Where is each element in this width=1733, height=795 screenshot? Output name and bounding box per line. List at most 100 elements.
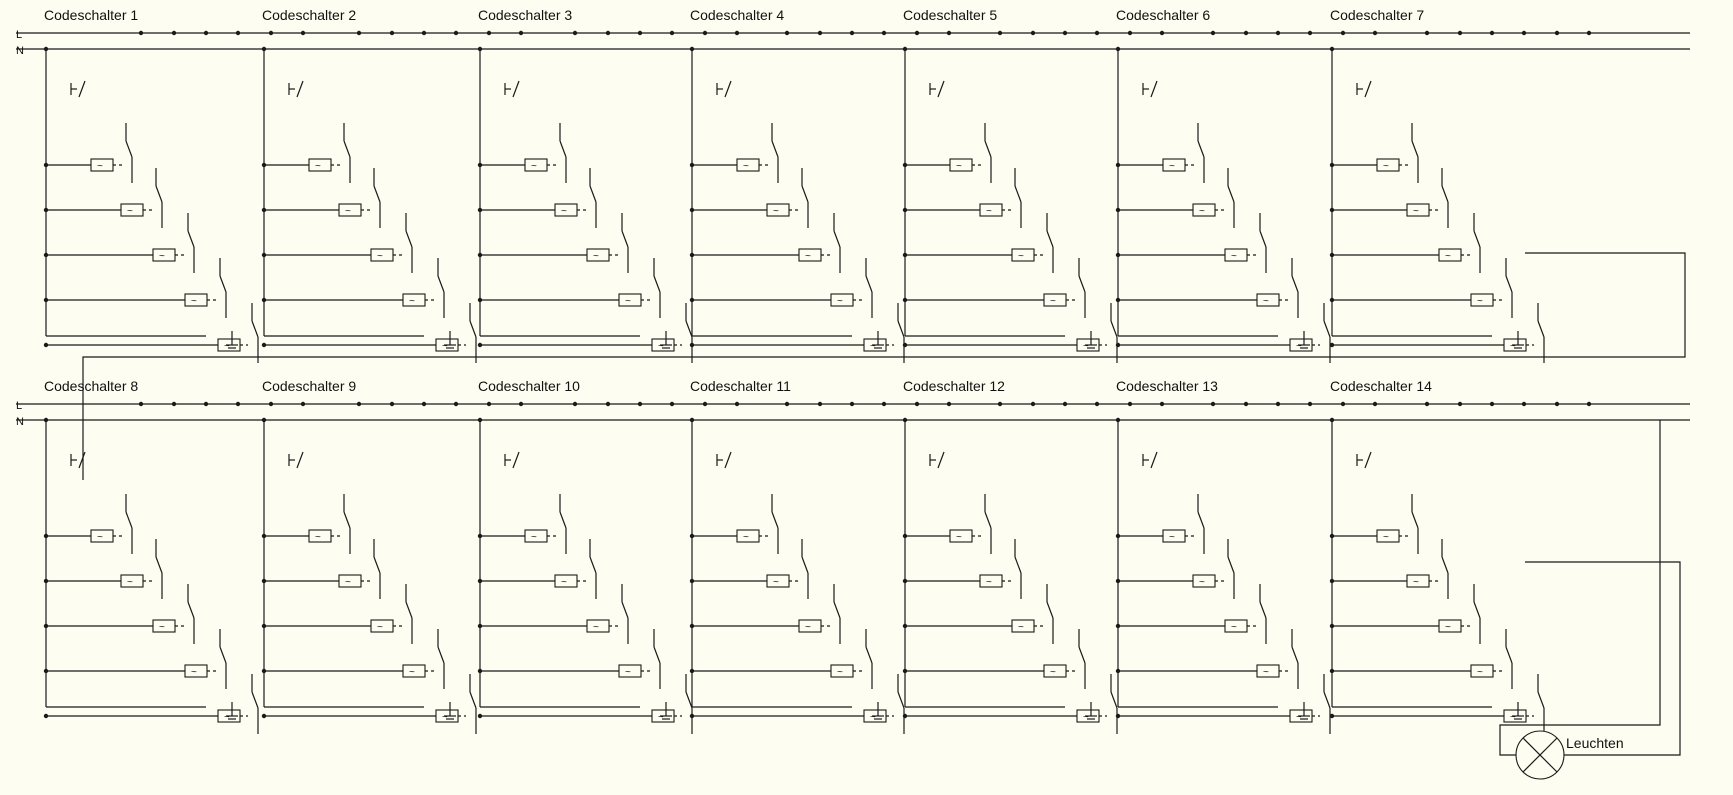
pushbutton-icon [512,80,520,98]
relay-coil-symbol: ~ [409,667,415,678]
junction-dot [637,401,643,407]
junction-dot [849,30,855,36]
junction-dot [817,401,823,407]
junction-dot [946,30,952,36]
relay-coil-symbol: ~ [127,577,133,588]
relay-coil-symbol: ~ [956,161,962,172]
relay-coil-symbol: ~ [743,161,749,172]
pushbutton-icon [296,451,304,469]
relay-coil-symbol: ~ [870,341,876,352]
pushbutton-icon [512,451,520,469]
junction-dot [1340,30,1346,36]
junction-dot [1094,401,1100,407]
pushbutton-icon [1150,451,1158,469]
code-switch-module: Codeschalter 3~~~~~ [477,7,740,363]
inter-switch-wiring [82,252,1686,756]
junction-dot [1307,30,1313,36]
module-title: Codeschalter 7 [1330,7,1424,23]
contact-icon [589,185,597,203]
junction-dot [1210,401,1216,407]
relay-coil-symbol: ~ [191,667,197,678]
junction-dot [784,401,790,407]
junction-dot [1094,30,1100,36]
code-switch-module: Codeschalter 11~~~~~ [689,378,952,734]
relay-coil-symbol: ~ [1477,296,1483,307]
relay-coil-symbol: ~ [805,251,811,262]
relay-coil-symbol: ~ [531,161,537,172]
contact-icon [621,230,629,248]
junction-dot [1424,30,1430,36]
contact-icon [833,230,841,248]
relay-coil-symbol: ~ [773,577,779,588]
relay-coil-symbol: ~ [1083,712,1089,723]
junction-dot [1243,401,1249,407]
module-title: Codeschalter 8 [44,378,138,394]
relay-coil-symbol: ~ [1083,341,1089,352]
module-title: Codeschalter 6 [1116,7,1210,23]
pushbutton-icon [78,80,86,98]
junction-dot [300,30,306,36]
junction-dot [453,401,459,407]
junction-dot [1210,30,1216,36]
code-switch-module: Codeschalter 8~~~~~ [43,378,306,734]
junction-dot [486,30,492,36]
junction-dot [171,401,177,407]
junction-dot [914,401,920,407]
junction-dot [1521,401,1527,407]
relay-coil-symbol: ~ [625,667,631,678]
contact-icon [251,691,259,709]
contact-icon [559,140,567,158]
junction-dot [356,401,362,407]
relay-coil-symbol: ~ [1263,296,1269,307]
contact-icon [1291,275,1299,293]
junction-dot [268,401,274,407]
junction-dot [518,30,524,36]
relay-coil-symbol: ~ [1050,667,1056,678]
junction-dot [914,30,920,36]
relay-coil-symbol: ~ [743,532,749,543]
relay-coil-symbol: ~ [805,622,811,633]
relay-coil-symbol: ~ [1383,532,1389,543]
relay-coil-symbol: ~ [1296,341,1302,352]
contact-icon [373,556,381,574]
junction-dot [881,401,887,407]
relay-coil-symbol: ~ [345,206,351,217]
junction-dot [1521,30,1527,36]
module-title: Codeschalter 2 [262,7,356,23]
code-switch-module: Codeschalter 1~~~~~ [43,7,306,363]
contact-icon [1197,511,1205,529]
contact-icon [343,140,351,158]
junction-dot [702,401,708,407]
neutral-rail-label: N [16,45,24,57]
junction-dot [1372,401,1378,407]
module-title: Codeschalter 1 [44,7,138,23]
junction-dot [1424,401,1430,407]
relay-coil-symbol: ~ [561,577,567,588]
contact-icon [984,511,992,529]
junction-dot [300,401,306,407]
live-rail-label: L [16,29,22,41]
contact-icon [251,320,259,338]
code-switch-module: Codeschalter 14~~~~~ [1329,378,1592,734]
contact-icon [1259,230,1267,248]
contact-icon [1537,320,1545,338]
module-title: Codeschalter 13 [1116,378,1218,394]
relay-coil-symbol: ~ [377,622,383,633]
junction-dot [1159,30,1165,36]
relay-coil-symbol: ~ [1510,712,1516,723]
lamp-cross-2 [1522,737,1558,773]
contact-icon [125,511,133,529]
contact-icon [187,230,195,248]
junction-dot [1275,401,1281,407]
relay-coil-symbol: ~ [1231,251,1237,262]
junction-dot [203,30,209,36]
junction-dot [1489,401,1495,407]
contact-icon [1197,140,1205,158]
junction-dot [669,30,675,36]
relay-coil-symbol: ~ [837,667,843,678]
relay-coil-symbol: ~ [442,712,448,723]
contact-icon [559,511,567,529]
relay-coil-symbol: ~ [773,206,779,217]
